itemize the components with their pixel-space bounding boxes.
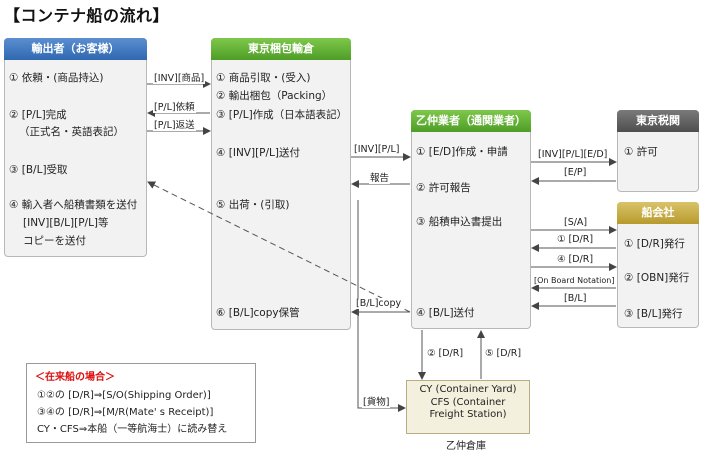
forwarder-item-1: ① [E/D]作成・申請	[416, 146, 508, 158]
label-cargo: [貨物]	[362, 394, 391, 408]
exporter-header: 輸出者（お客様）	[4, 38, 147, 60]
forwarder-header: 乙仲業者（通関業者）	[411, 110, 531, 132]
label-inv-pl-ed: [INV][P/L][E/D]	[537, 149, 609, 160]
label-inv-pl: [INV][P/L]	[353, 144, 401, 155]
shipping-item-1: ① [D/R]発行	[624, 238, 685, 250]
exporter-item-3: ③ [B/L]受取	[9, 164, 68, 176]
cy-box: CY (Container Yard) CFS (Container Freig…	[406, 380, 530, 434]
customs-item-1: ① 許可	[624, 146, 658, 158]
label-dr5: ⑤ [D/R]	[484, 348, 523, 359]
exporter-item-1: ① 依頼・(商品持込)	[9, 72, 104, 84]
label-on-board: [On Board Notation]	[533, 276, 616, 285]
customs-box: 東京税関 ① 許可	[617, 110, 699, 192]
arrow-cargo	[357, 200, 406, 412]
cy-line-3: Freight Station)	[429, 409, 507, 420]
warehouse-box: 東京梱包輸倉 ① 商品引取・(受入) ② 輸出梱包（Packing） ③ [P/…	[211, 38, 351, 330]
customs-header: 東京税関	[617, 110, 699, 132]
cy-line-1: CY (Container Yard)	[419, 384, 517, 395]
page-title: 【コンテナ船の流れ】	[4, 6, 170, 25]
label-pl-request: [P/L]依頼	[153, 99, 196, 113]
warehouse-item-1: ① 商品引取・(受入)	[216, 72, 311, 84]
exporter-item-4: ④ 輸入者へ船積書類を送付	[9, 199, 138, 211]
note-box: ＜在来船の場合＞ ①②の [D/R]⇒[S/O(Shipping Order)]…	[26, 363, 256, 443]
forwarder-item-2: ② 許可報告	[416, 182, 471, 194]
forwarder-item-4: ④ [B/L]送付	[416, 307, 475, 319]
note-line-1: ①②の [D/R]⇒[S/O(Shipping Order)]	[37, 390, 211, 401]
warehouse-item-2: ② 輸出梱包（Packing）	[216, 90, 333, 102]
note-line-2: ③④の [D/R]⇒[M/R(Mate' s Receipt)]	[37, 407, 214, 418]
warehouse-item-4: ④ [INV][P/L]送付	[216, 147, 300, 159]
label-sa: [S/A]	[563, 217, 589, 228]
cy-caption: 乙仲倉庫	[446, 441, 486, 452]
forwarder-item-3: ③ 船積申込書提出	[416, 216, 503, 228]
shipping-box: 船会社 ① [D/R]発行 ② [OBN]発行 ③ [B/L]発行	[617, 202, 699, 328]
label-report: 報告	[369, 170, 391, 184]
exporter-item-2-sub: （正式名・英語表記）	[19, 126, 124, 138]
label-dr2: ② [D/R]	[426, 348, 465, 359]
exporter-item-4-sub1: [INV][B/L][P/L]等	[23, 217, 109, 229]
label-pl-return: [P/L]返送	[153, 117, 196, 131]
label-bl: [B/L]	[563, 293, 588, 304]
shipping-item-3: ③ [B/L]発行	[624, 308, 683, 320]
warehouse-item-6: ⑥ [B/L]copy保管	[216, 307, 300, 319]
warehouse-header: 東京梱包輸倉	[211, 38, 351, 60]
label-dr4: ④ [D/R]	[556, 254, 595, 265]
note-title: ＜在来船の場合＞	[35, 372, 115, 383]
cy-line-2: CFS (Container	[430, 396, 506, 408]
exporter-box: 輸出者（お客様） ① 依頼・(商品持込) ② [P/L]完成 （正式名・英語表記…	[4, 38, 147, 257]
warehouse-item-3: ③ [P/L]作成（日本語表記）	[216, 109, 348, 121]
label-bl-copy: [B/L]copy	[355, 298, 403, 309]
forwarder-box: 乙仲業者（通関業者） ① [E/D]作成・申請 ② 許可報告 ③ 船積申込書提出…	[411, 110, 531, 329]
shipping-item-2: ② [OBN]発行	[624, 272, 690, 284]
label-ep: [E/P]	[563, 167, 588, 178]
shipping-header: 船会社	[617, 202, 699, 224]
exporter-item-4-sub2: コピーを送付	[23, 235, 86, 247]
label-inv-goods: [INV][商品]	[153, 70, 206, 84]
exporter-item-2: ② [P/L]完成	[9, 109, 67, 121]
warehouse-item-5: ⑤ 出荷・(引取)	[216, 199, 290, 211]
label-dr1: ① [D/R]	[556, 234, 595, 245]
note-line-3: CY・CFS⇒本船（一等航海士）に読み替え	[37, 424, 228, 435]
arrow-dashed-to-exporter	[147, 181, 411, 313]
